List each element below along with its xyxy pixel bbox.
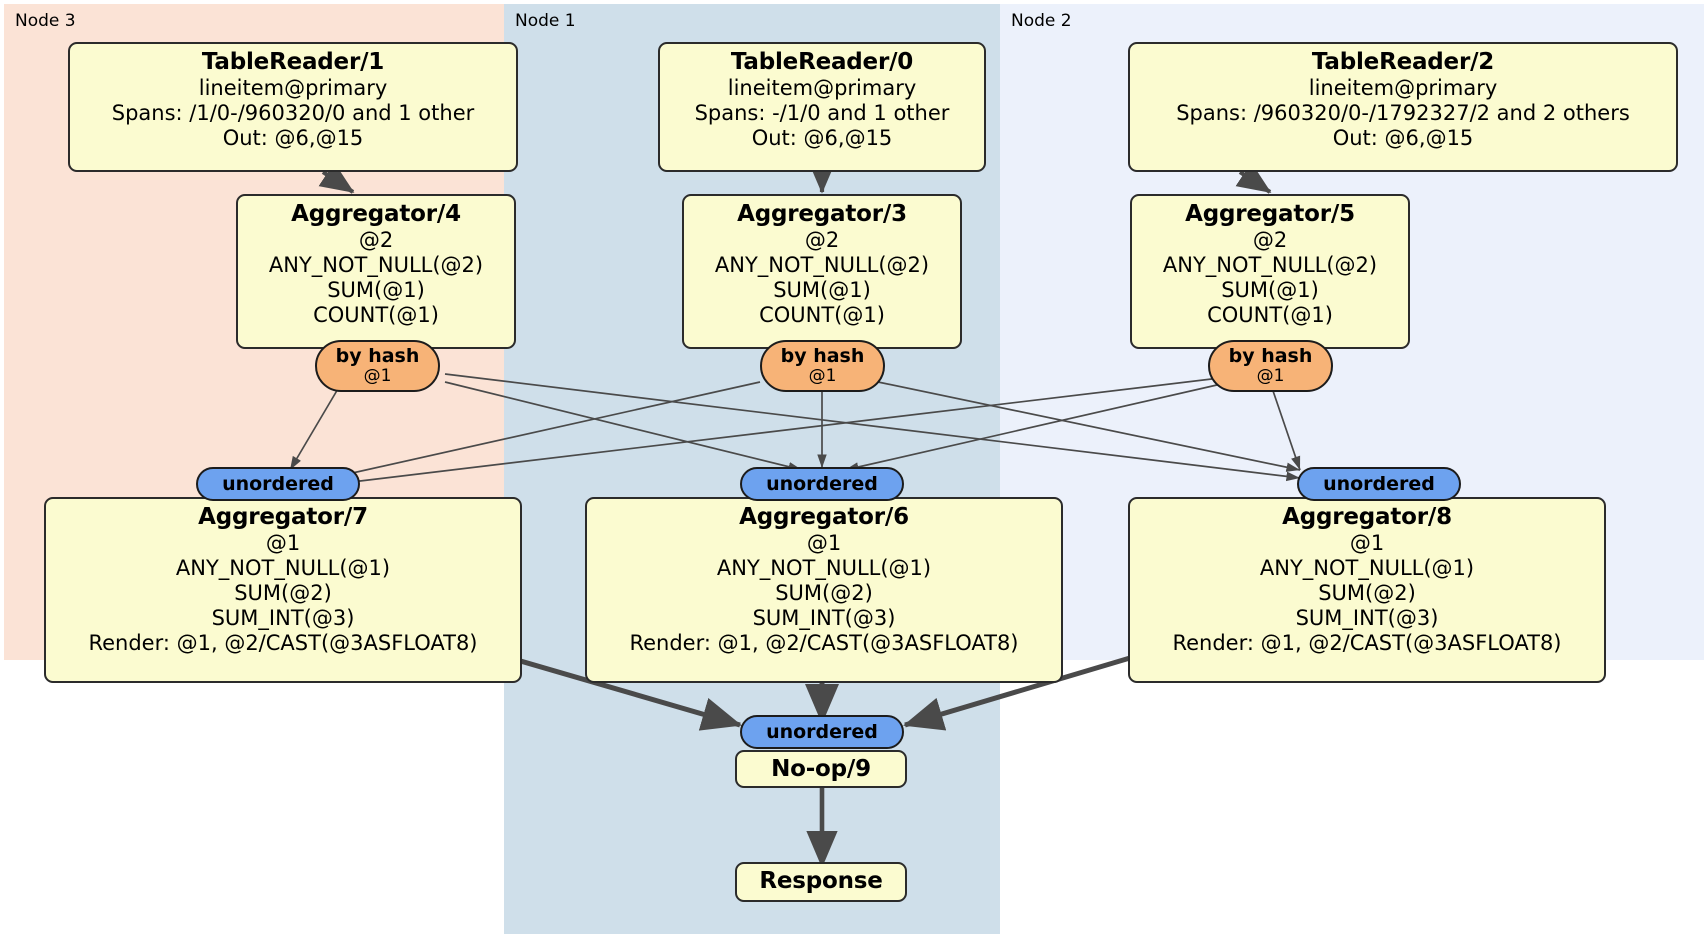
processor-line: @2 [358, 228, 394, 253]
processor-line: SUM(@2) [234, 581, 332, 606]
hash-router-mid[interactable]: by hash @1 [760, 340, 885, 392]
processor-title: No-op/9 [771, 756, 871, 782]
synchronizer-right[interactable]: unordered [1297, 467, 1461, 501]
processor-line: ANY_NOT_NULL(@2) [268, 253, 484, 278]
processor-line: ANY_NOT_NULL(@1) [175, 556, 391, 581]
processor-line: Out: @6,@15 [222, 126, 364, 151]
processor-line: lineitem@primary [727, 76, 917, 101]
processor-line: COUNT(@1) [759, 303, 885, 328]
processor-title: Aggregator/5 [1185, 201, 1355, 227]
processor-line: Render: @1, @2/CAST(@3ASFLOAT8) [629, 631, 1019, 656]
processor-aggregator6[interactable]: Aggregator/6 @1 ANY_NOT_NULL(@1) SUM(@2)… [585, 497, 1063, 683]
processor-line: @2 [1252, 228, 1288, 253]
processor-title: TableReader/2 [1311, 49, 1495, 75]
processor-line: SUM_INT(@3) [752, 606, 896, 631]
processor-title: Aggregator/3 [737, 201, 907, 227]
processor-line: Out: @6,@15 [1332, 126, 1474, 151]
processor-line: Out: @6,@15 [751, 126, 893, 151]
processor-title: Aggregator/4 [291, 201, 461, 227]
processor-line: @2 [804, 228, 840, 253]
processor-line: lineitem@primary [1308, 76, 1498, 101]
processor-line: Spans: /960320/0-/1792327/2 and 2 others [1176, 101, 1630, 126]
processor-line: SUM_INT(@3) [211, 606, 355, 631]
node-panel-label-node2: Node 2 [1011, 11, 1072, 31]
hash-router-right[interactable]: by hash @1 [1208, 340, 1333, 392]
synchronizer-label: unordered [766, 721, 878, 743]
processor-line: ANY_NOT_NULL(@2) [714, 253, 930, 278]
processor-aggregator3[interactable]: Aggregator/3 @2 ANY_NOT_NULL(@2) SUM(@1)… [682, 194, 962, 349]
processor-noop9[interactable]: No-op/9 [735, 750, 907, 788]
processor-line: COUNT(@1) [1207, 303, 1333, 328]
processor-tablereader0[interactable]: TableReader/0 lineitem@primary Spans: -/… [658, 42, 986, 172]
processor-line: SUM(@1) [1221, 278, 1319, 303]
processor-line: SUM(@2) [775, 581, 873, 606]
node-panel-label-node1: Node 1 [515, 11, 576, 31]
synchronizer-label: unordered [222, 473, 334, 495]
node-panel-label-node3: Node 3 [15, 11, 76, 31]
processor-line: ANY_NOT_NULL(@1) [716, 556, 932, 581]
processor-line: Render: @1, @2/CAST(@3ASFLOAT8) [88, 631, 478, 656]
router-label: by hash [335, 345, 420, 367]
processor-line: @1 [265, 531, 301, 556]
processor-tablereader2[interactable]: TableReader/2 lineitem@primary Spans: /9… [1128, 42, 1678, 172]
router-label: by hash [1228, 345, 1313, 367]
processor-line: SUM(@1) [773, 278, 871, 303]
processor-title: TableReader/0 [730, 49, 914, 75]
processor-line: SUM(@1) [327, 278, 425, 303]
synchronizer-left[interactable]: unordered [196, 467, 360, 501]
processor-title: Aggregator/6 [739, 504, 909, 530]
processor-line: SUM(@2) [1318, 581, 1416, 606]
processor-line: @1 [806, 531, 842, 556]
processor-line: Spans: /1/0-/960320/0 and 1 other [111, 101, 475, 126]
processor-line: ANY_NOT_NULL(@1) [1259, 556, 1475, 581]
processor-aggregator8[interactable]: Aggregator/8 @1 ANY_NOT_NULL(@1) SUM(@2)… [1128, 497, 1606, 683]
processor-tablereader1[interactable]: TableReader/1 lineitem@primary Spans: /1… [68, 42, 518, 172]
processor-line: SUM_INT(@3) [1295, 606, 1439, 631]
processor-line: Render: @1, @2/CAST(@3ASFLOAT8) [1172, 631, 1562, 656]
processor-line: ANY_NOT_NULL(@2) [1162, 253, 1378, 278]
processor-aggregator4[interactable]: Aggregator/4 @2 ANY_NOT_NULL(@2) SUM(@1)… [236, 194, 516, 349]
router-sublabel: @1 [1256, 365, 1285, 386]
synchronizer-label: unordered [766, 473, 878, 495]
router-sublabel: @1 [363, 365, 392, 386]
processor-line: Spans: -/1/0 and 1 other [694, 101, 950, 126]
synchronizer-label: unordered [1323, 473, 1435, 495]
synchronizer-mid[interactable]: unordered [740, 467, 904, 501]
processor-response[interactable]: Response [735, 862, 907, 902]
processor-line: lineitem@primary [198, 76, 388, 101]
processor-line: COUNT(@1) [313, 303, 439, 328]
processor-title: TableReader/1 [201, 49, 385, 75]
synchronizer-final[interactable]: unordered [740, 715, 904, 749]
processor-aggregator5[interactable]: Aggregator/5 @2 ANY_NOT_NULL(@2) SUM(@1)… [1130, 194, 1410, 349]
processor-title: Aggregator/7 [198, 504, 368, 530]
processor-title: Response [759, 868, 883, 894]
processor-aggregator7[interactable]: Aggregator/7 @1 ANY_NOT_NULL(@1) SUM(@2)… [44, 497, 522, 683]
processor-line: @1 [1349, 531, 1385, 556]
router-sublabel: @1 [808, 365, 837, 386]
hash-router-left[interactable]: by hash @1 [315, 340, 440, 392]
processor-title: Aggregator/8 [1282, 504, 1452, 530]
router-label: by hash [780, 345, 865, 367]
